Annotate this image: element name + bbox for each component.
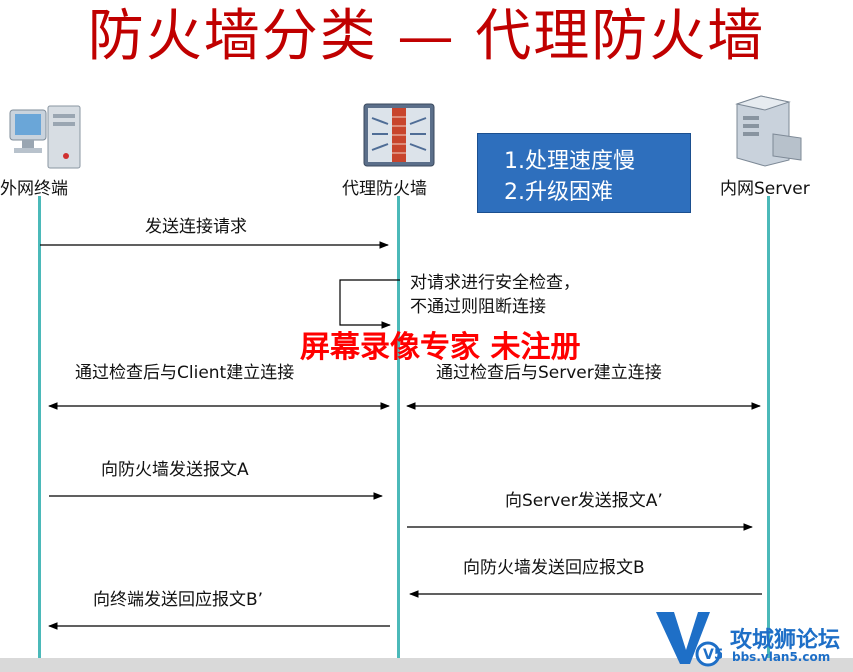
- message-m3: 通过检查后与Client建立连接: [75, 363, 295, 383]
- v5-logo-icon: V5: [656, 612, 722, 667]
- page-title: 防火墙分类 — 代理防火墙: [87, 4, 766, 69]
- node-internal-label: 内网Server: [720, 179, 810, 199]
- bottom-strip: [0, 658, 853, 672]
- lifeline-external: [38, 196, 41, 666]
- arrow-m2-self: [339, 279, 400, 329]
- server-icon: [735, 95, 802, 167]
- message-m2-line1: 对请求进行安全检查，: [410, 273, 580, 293]
- message-m2-line2: 不通过则阻断连接: [410, 297, 546, 317]
- note-item-1: 1.处理速度慢: [504, 149, 635, 174]
- forum-brand: V5 攻城狮论坛 bbs.vlan5.com: [652, 602, 848, 668]
- message-m1: 发送连接请求: [145, 217, 247, 237]
- message-m4: 通过检查后与Server建立连接: [436, 363, 662, 383]
- drawback-note: 1.处理速度慢 2.升级困难: [477, 133, 691, 213]
- v5-logo-text: V5: [703, 647, 722, 663]
- brand-url: bbs.vlan5.com: [732, 650, 831, 664]
- firewall-icon: [363, 103, 435, 167]
- node-external-label: 外网终端: [0, 179, 68, 199]
- note-item-2: 2.升级困难: [504, 180, 613, 205]
- message-m5: 向防火墙发送报文A: [101, 460, 249, 480]
- lifeline-proxy: [397, 196, 400, 666]
- node-proxy-label: 代理防火墙: [342, 179, 427, 199]
- brand-name: 攻城狮论坛: [730, 628, 841, 653]
- message-m6: 向Server发送报文A’: [505, 491, 663, 511]
- message-m7: 向防火墙发送回应报文B: [463, 558, 645, 578]
- computer-icon: [9, 105, 81, 169]
- recorder-watermark: 屏幕录像专家 未注册: [300, 330, 581, 365]
- lifeline-internal: [767, 196, 770, 666]
- message-m8: 向终端发送回应报文B’: [93, 590, 264, 610]
